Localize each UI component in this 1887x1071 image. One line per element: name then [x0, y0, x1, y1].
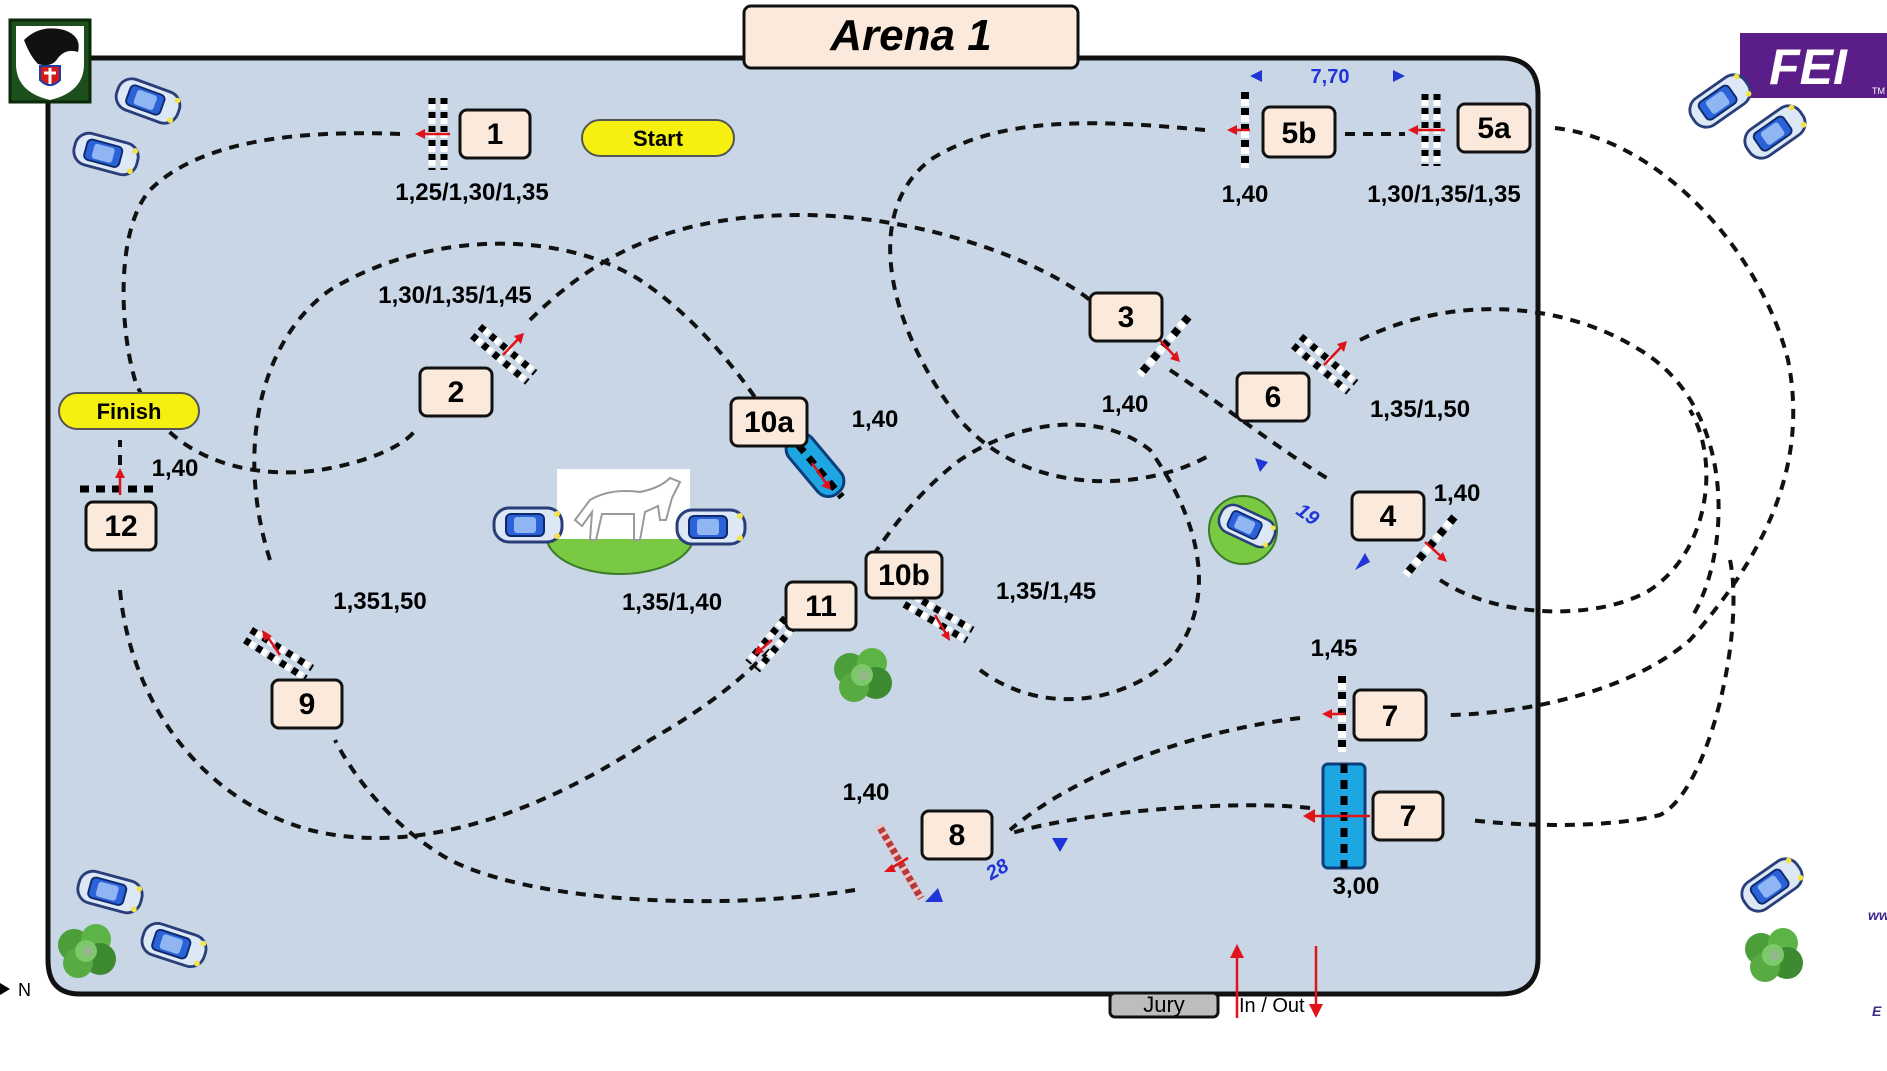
fei-footer-fragment: E — [1872, 1003, 1882, 1019]
car-icon — [1734, 851, 1810, 919]
obstacle-3: 3 1,40 — [1088, 291, 1188, 418]
obstacle-number: 4 — [1380, 500, 1397, 533]
obstacle-12: 12 1,40 — [80, 455, 199, 552]
obstacle-height: 1,30/1,35/1,35 — [1367, 181, 1520, 208]
start-label: Start — [633, 126, 684, 151]
obstacle-height: 3,00 — [1333, 873, 1380, 900]
car-roundabout — [1208, 495, 1281, 565]
car-icon — [1737, 98, 1813, 166]
obstacle-8: 8 1,40 — [843, 779, 994, 901]
obstacle-number: 3 — [1118, 301, 1135, 334]
car-icon — [1682, 67, 1758, 135]
obstacle-height: 1,30/1,35/1,45 — [378, 282, 531, 309]
obstacle-11: 11 1,35/1,40 — [622, 580, 858, 670]
obstacle-4: 4 1,40 — [1350, 480, 1481, 575]
obstacle-height: 1,25/1,30/1,35 — [395, 179, 548, 206]
obstacle-height: 1,40 — [152, 455, 199, 482]
obstacle-height: 1,40 — [843, 779, 890, 806]
finish-label: Finish — [97, 399, 162, 424]
obstacle-number: 8 — [949, 819, 966, 852]
fei-logo-icon: FEI TM — [1740, 33, 1887, 98]
tree-icon — [834, 648, 892, 702]
obstacle-height: 1,40 — [1102, 391, 1149, 418]
obstacle-number: 2 — [448, 376, 465, 409]
obstacle-10a: 10a 1,40 — [729, 396, 899, 500]
obstacle-1: 1 1,25/1,30/1,35 — [395, 98, 549, 206]
page-title: Arena 1 — [829, 11, 991, 60]
title-box — [742, 4, 1080, 70]
obstacle-height: 1,40 — [1222, 181, 1269, 208]
obstacle-9: 9 1,351,50 — [245, 588, 427, 730]
obstacle-number: 11 — [805, 590, 837, 623]
finish-marker: Finish — [58, 392, 200, 430]
obstacle-10b: 10b 1,35/1,45 — [864, 550, 1096, 641]
obstacle-height: 1,35/1,40 — [622, 589, 722, 616]
obstacle-7-water: 7 3,00 — [1303, 762, 1445, 900]
in-out-label: In / Out — [1239, 995, 1305, 1017]
obstacle-number: 12 — [104, 510, 137, 543]
north-label: N — [18, 980, 31, 1000]
distance-label: 7,70 — [1311, 66, 1350, 88]
obstacle-height: 1,351,50 — [333, 588, 426, 615]
obstacle-height: 1,35/1,50 — [1370, 396, 1470, 423]
obstacle-number: 5b — [1281, 117, 1316, 150]
obstacle-number: 1 — [487, 118, 504, 151]
obstacle-height: 1,40 — [852, 406, 899, 433]
fei-trademark: TM — [1872, 86, 1885, 96]
obstacle-6: 6 1,35/1,50 — [1235, 336, 1470, 423]
course-route — [118, 121, 1796, 904]
obstacle-height: 1,40 — [1434, 480, 1481, 507]
obstacle-number: 10b — [878, 559, 930, 592]
north-indicator: N — [0, 980, 31, 1000]
tree-icon — [58, 924, 116, 978]
club-crest-icon — [8, 18, 92, 104]
obstacle-height: 1,45 — [1311, 635, 1358, 662]
obstacle-5b: 5b 1,40 — [1222, 92, 1337, 208]
obstacle-number: 9 — [299, 688, 316, 721]
in-out-gate: In / Out — [1230, 944, 1323, 1018]
obstacle-2: 2 1,30/1,35/1,45 — [378, 282, 535, 418]
obstacle-5a: 5a 1,30/1,35/1,35 — [1367, 94, 1532, 208]
horse-statue-icon — [545, 469, 695, 575]
fei-logo-text: FEI — [1769, 39, 1848, 95]
obstacle-number: 7 — [1400, 800, 1417, 833]
obstacle-height: 1,35/1,45 — [996, 578, 1096, 605]
car-icon — [492, 506, 564, 544]
obstacle-number: 6 — [1265, 381, 1282, 414]
fei-website-fragment: ww — [1868, 907, 1887, 923]
jury-box: Jury — [1108, 991, 1220, 1019]
obstacle-7: 7 1,45 — [1311, 635, 1428, 752]
car-icon — [675, 508, 747, 546]
obstacle-number: 10a — [744, 406, 794, 439]
distance-5-marker: 7,70 — [1250, 66, 1405, 88]
obstacle-number: 7 — [1382, 700, 1399, 733]
arena-ground — [45, 55, 1541, 997]
obstacle-number: 5a — [1477, 112, 1511, 145]
start-marker: Start — [581, 119, 735, 157]
tree-icon — [1745, 928, 1803, 982]
jury-label: Jury — [1143, 992, 1185, 1017]
